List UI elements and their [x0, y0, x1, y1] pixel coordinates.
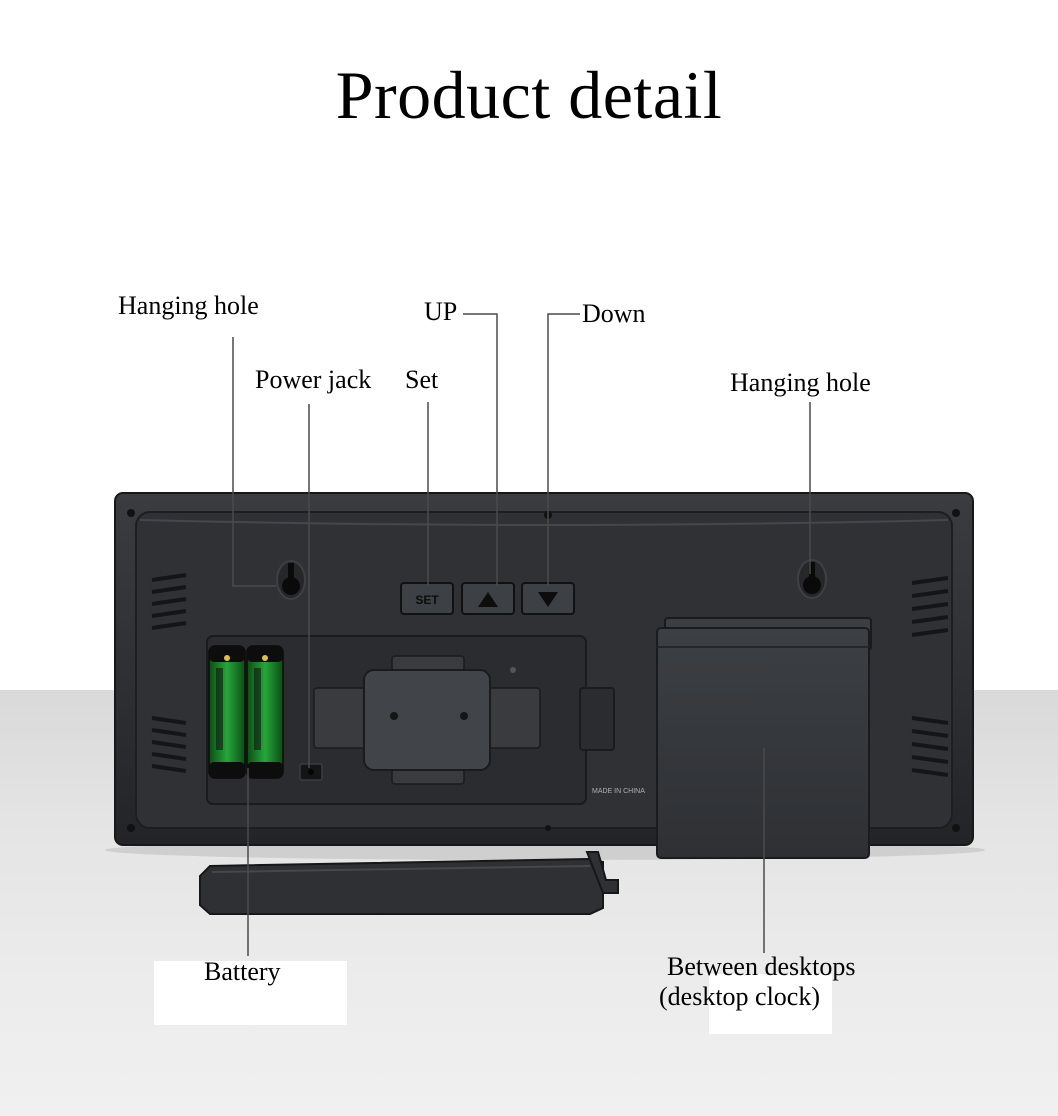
label-battery: Battery: [204, 957, 281, 986]
mount-plate: [313, 655, 541, 785]
battery-cells: [208, 645, 284, 779]
label-power-jack: Power jack: [255, 365, 372, 394]
hanging-hole-right: [797, 559, 827, 599]
label-between-desktops: Between desktops: [667, 952, 856, 981]
set-button-text: SET: [415, 593, 439, 607]
hanging-hole-left: [276, 560, 306, 600]
battery-cover: [199, 851, 619, 915]
label-hanging-hole-right: Hanging hole: [730, 368, 871, 397]
desktop-label-patch: [709, 974, 832, 1034]
down-button: [521, 582, 575, 615]
label-up: UP: [424, 297, 458, 326]
up-button: [461, 582, 515, 615]
made-in-china-text: MADE IN CHINA: [592, 788, 645, 795]
label-down: Down: [582, 299, 646, 328]
down-arrow-icon: [538, 592, 558, 607]
battery-label-patch: [154, 961, 347, 1025]
label-desktop-clock: (desktop clock): [659, 982, 821, 1011]
vent-left-bottom: [151, 716, 187, 773]
label-set: Set: [405, 365, 439, 394]
vent-left-top: [151, 573, 187, 630]
vent-right-bottom: [911, 716, 949, 777]
callout-lines: [232, 313, 811, 956]
set-button: SET: [400, 582, 454, 615]
vent-right-top: [911, 576, 949, 637]
desktop-stand: [656, 617, 872, 859]
battery-compartment: MADE IN CHINA: [206, 635, 645, 805]
label-hanging-hole-left: Hanging hole: [118, 291, 259, 320]
up-arrow-icon: [478, 592, 498, 607]
page-title: Product detail: [335, 57, 723, 133]
